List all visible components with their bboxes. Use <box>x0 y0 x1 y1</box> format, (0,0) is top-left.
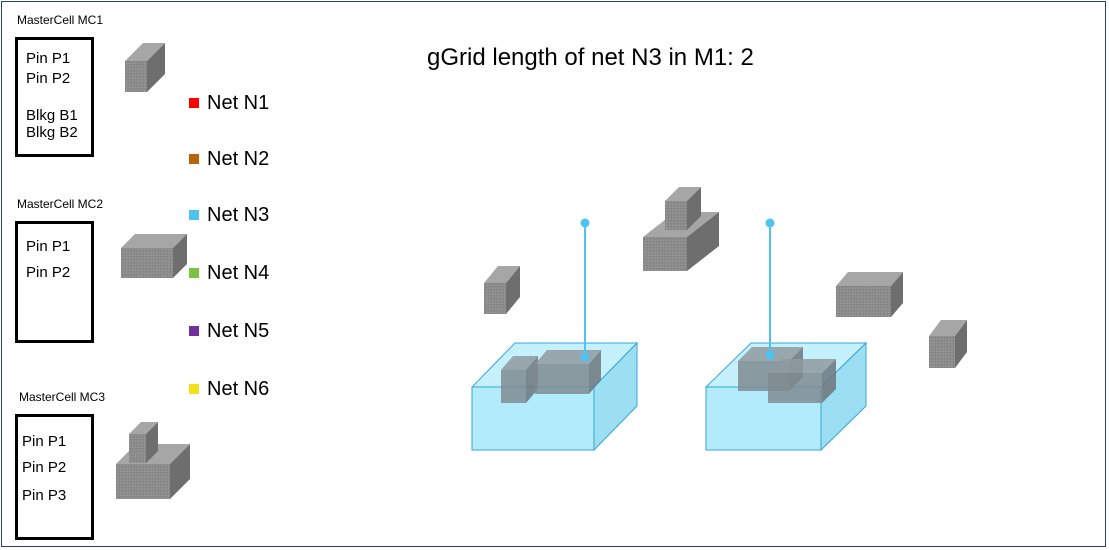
mc3-block-top-top <box>129 422 158 434</box>
legend-label-n1: Net N1 <box>207 92 270 114</box>
mc1-pin-p2: Pin P2 <box>26 70 71 87</box>
mastercell-mc3-box: Pin P1 Pin P2 Pin P3 <box>15 414 94 540</box>
legend-swatch-n2 <box>189 154 199 164</box>
legend-swatch-n6 <box>189 384 199 394</box>
scene-block-left <box>484 266 520 314</box>
scene-block-far-right-side <box>955 320 967 368</box>
mc3-block-top-side <box>146 422 158 463</box>
mc1-blkg-b2: Blkg B2 <box>26 124 78 141</box>
net-n3-segments <box>580 218 775 362</box>
scene-block-left-front <box>484 283 506 314</box>
mc2-block-cube <box>121 234 187 278</box>
mc2-pin-p1: Pin P1 <box>26 238 71 255</box>
diagram-title: gGrid length of net N3 in M1: 2 <box>427 44 754 71</box>
scene-block-right-side <box>891 272 903 317</box>
mc1-blkg-b1: Blkg B1 <box>26 107 78 124</box>
ggrid-1-inner-block-a-top <box>501 356 538 370</box>
scene-block-stack-top-top <box>665 187 701 201</box>
legend-label-n3: Net N3 <box>207 204 270 226</box>
blockage-blocks <box>116 43 967 499</box>
scene-block-far-right <box>929 320 967 368</box>
net-n3-pin-top-1 <box>580 218 590 228</box>
mastercell-mc2-box: Pin P1 Pin P2 <box>15 221 94 343</box>
mc1-pin-p1: Pin P1 <box>26 50 71 67</box>
scene-block-left-top <box>484 266 520 283</box>
mastercell-mc3-label: MasterCell MC3 <box>19 390 106 404</box>
mastercell-mc2-label: MasterCell MC2 <box>17 197 104 211</box>
mc2-pin-p2: Pin P2 <box>26 264 71 281</box>
mc1-block-cube <box>125 43 165 92</box>
mc3-block-base-front <box>116 464 170 499</box>
scene-block-stack-top <box>665 187 701 230</box>
scene-block-stack-top-front <box>665 201 687 230</box>
mastercell-mc1-box: Pin P1 Pin P2 Blkg B1 Blkg B2 <box>15 37 94 157</box>
legend-swatch-n1 <box>189 98 199 108</box>
mastercell-mc1-label: MasterCell MC1 <box>17 13 104 27</box>
legend-label-n6: Net N6 <box>207 378 270 400</box>
mc2-block-cube-front <box>121 248 173 278</box>
scene-block-stack-base-front <box>643 237 687 271</box>
legend-label-n2: Net N2 <box>207 148 270 170</box>
mc2-block-cube-top <box>121 234 187 248</box>
legend-swatch-n4 <box>189 268 199 278</box>
scene-block-right-top <box>836 272 903 286</box>
mc2-block-cube-side <box>173 234 187 278</box>
scene-block-right-front <box>836 286 891 317</box>
mc3-pin-p1: Pin P1 <box>22 433 67 450</box>
scene-block-stack-top-side <box>687 187 701 230</box>
legend-swatch-n3 <box>189 210 199 220</box>
ggrid-2-inner-block-b <box>768 359 836 403</box>
mc3-pin-p2: Pin P2 <box>22 459 67 476</box>
ggrid-2-inner-block-b-front <box>768 373 822 403</box>
net-n3-pin-top-2 <box>765 218 775 228</box>
mc1-block-cube-front <box>125 61 147 92</box>
mc3-block-top <box>129 422 158 463</box>
ggrid-cell-1-front <box>471 386 595 451</box>
mc3-block-top-front <box>129 434 146 463</box>
mc1-block-cube-top <box>125 43 165 61</box>
scene-block-right <box>836 272 903 317</box>
scene-block-stack-base <box>643 212 719 271</box>
legend-swatch-n5 <box>189 326 199 336</box>
scene-block-far-right-top <box>929 320 967 336</box>
scene-block-far-right-front <box>929 336 955 368</box>
ggrid-1-inner-block-b-side <box>589 350 601 394</box>
scene-block-left-side <box>506 266 520 314</box>
legend-label-n4: Net N4 <box>207 262 270 284</box>
ggrid-1-inner-block-b <box>535 350 601 394</box>
scene-block-stack-base-side <box>687 212 719 271</box>
net-n3-pin-bottom-1 <box>580 352 590 362</box>
ggrid-cells <box>470 341 868 452</box>
mc3-pin-p3: Pin P3 <box>22 487 67 504</box>
ggrid-2-inner-block-b-top <box>768 359 836 373</box>
net-n3-pin-bottom-2 <box>765 350 775 360</box>
ggrid-1-inner-block-b-front <box>535 364 589 394</box>
mc3-block-base-side <box>170 444 190 499</box>
legend-label-n5: Net N5 <box>207 320 270 342</box>
ggrid-1-inner-block-a-front <box>501 370 526 403</box>
ggrid-2-inner-block-b-side <box>822 359 836 403</box>
mc1-block-cube-side <box>147 43 165 92</box>
